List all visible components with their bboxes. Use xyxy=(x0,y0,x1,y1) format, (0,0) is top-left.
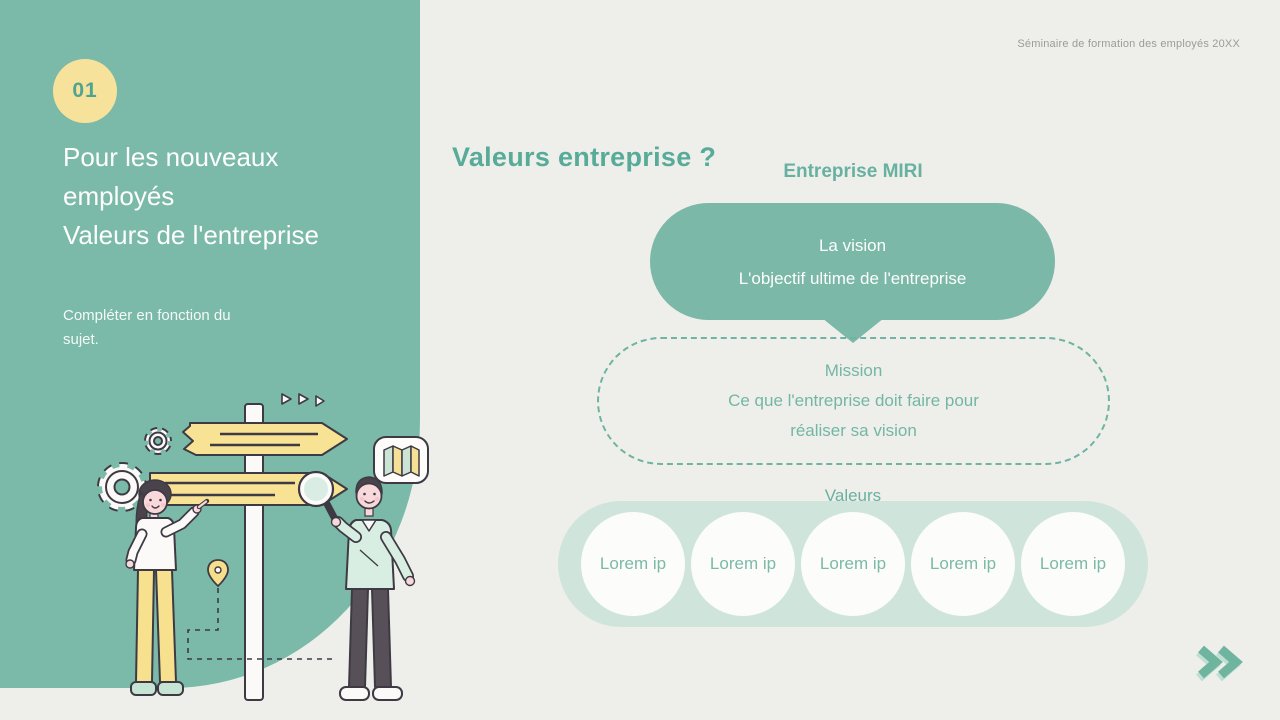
next-icon[interactable] xyxy=(1196,641,1246,683)
values-label: Valeurs xyxy=(824,486,882,505)
value-item-4: Lorem ip xyxy=(911,512,1015,616)
pin-icon xyxy=(207,559,229,588)
woman-figure xyxy=(125,479,210,696)
mission-capsule: Mission Ce que l'entreprise doit faire p… xyxy=(597,337,1110,465)
dashed-route xyxy=(187,588,336,660)
magnifier-icon xyxy=(297,470,342,528)
vision-description: L'objectif ultime de l'entreprise xyxy=(738,268,967,288)
signpost xyxy=(149,403,348,701)
man-figure xyxy=(332,476,416,701)
value-item-2: Lorem ip xyxy=(691,512,795,616)
slide-subtitle: Compléter en fonction du sujet. xyxy=(63,307,231,348)
mission-title: Mission xyxy=(824,361,883,380)
values-pill: Lorem ip Lorem ip Lorem ip Lorem ip Lore… xyxy=(558,501,1148,627)
value-item-5: Lorem ip xyxy=(1021,512,1125,616)
slide-title-line-1: Pour les nouveaux xyxy=(63,142,279,172)
vision-title: La vision xyxy=(818,235,887,255)
value-item-1: Lorem ip xyxy=(581,512,685,616)
vision-bubble: La vision L'objectif ultime de l'entrepr… xyxy=(650,203,1055,320)
triangle-arrows-icon xyxy=(281,393,325,407)
page-title: Valeurs entreprise ? xyxy=(452,142,717,172)
illustration-people-signpost xyxy=(94,393,429,701)
company-name: Entreprise MIRI xyxy=(783,161,923,182)
header-note: Séminaire de formation des employés 20XX xyxy=(1017,38,1240,50)
map-icon xyxy=(373,436,429,484)
slide-title-line-3: Valeurs de l'entreprise xyxy=(63,220,319,250)
slide-title-line-2: employés xyxy=(63,181,175,211)
slide-title: Pour les nouveaux employés Valeurs de l'… xyxy=(63,138,319,255)
value-item-3: Lorem ip xyxy=(801,512,905,616)
section-number-badge: 01 xyxy=(53,59,117,123)
